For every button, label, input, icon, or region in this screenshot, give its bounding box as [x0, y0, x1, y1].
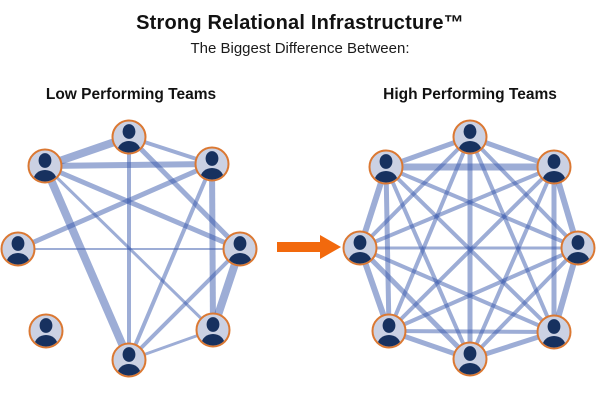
transition-arrow-icon	[277, 235, 341, 259]
connection-line	[385, 165, 579, 250]
person-icon	[228, 236, 252, 265]
connection-line	[358, 246, 472, 361]
person-icon	[542, 154, 566, 183]
connection-line	[359, 246, 555, 334]
person-icon	[201, 317, 225, 346]
network-diagram-right	[342, 119, 596, 377]
person-node	[222, 231, 258, 267]
connection-line	[44, 163, 241, 252]
person-icon	[6, 236, 30, 265]
person-icon	[374, 154, 398, 183]
network-diagram-left	[0, 119, 258, 378]
connection-line	[127, 163, 214, 361]
connection-line	[127, 135, 242, 251]
person-node	[368, 149, 404, 185]
person-icon	[34, 318, 58, 347]
person-icon	[117, 124, 141, 153]
person-node	[27, 148, 63, 184]
person-node	[111, 119, 147, 155]
person-icon	[458, 346, 482, 375]
person-node	[536, 149, 572, 185]
person-icon	[458, 124, 482, 153]
main-title: Strong Relational Infrastructure™	[136, 12, 464, 34]
person-node	[536, 314, 572, 350]
person-node	[342, 230, 378, 266]
subtitle: The Biggest Difference Between:	[190, 40, 410, 57]
person-node	[0, 231, 36, 267]
person-icon	[33, 153, 57, 182]
connection-line	[384, 166, 472, 360]
person-icon	[566, 235, 590, 264]
connection-line	[359, 165, 555, 250]
person-node	[560, 230, 596, 266]
person-icon	[117, 347, 141, 376]
connection-line	[209, 163, 216, 331]
connection-line	[127, 247, 242, 362]
person-icon	[200, 151, 224, 180]
connection-line	[468, 246, 580, 361]
left-panel-label: Low Performing Teams	[45, 86, 217, 103]
connection-line	[468, 166, 556, 360]
connection-line	[41, 164, 133, 362]
person-icon	[348, 235, 372, 264]
connection-line	[388, 329, 555, 334]
person-node	[194, 146, 230, 182]
connection-line	[358, 135, 472, 250]
person-node	[371, 313, 407, 349]
person-node	[111, 342, 147, 378]
connection-line	[16, 161, 214, 252]
right-panel-label: High Performing Teams	[383, 86, 557, 103]
connection-line	[388, 246, 579, 333]
person-node	[452, 341, 488, 377]
person-node	[28, 313, 64, 349]
person-icon	[377, 318, 401, 347]
person-node	[195, 312, 231, 348]
person-node	[452, 119, 488, 155]
connection-line	[468, 135, 580, 250]
person-icon	[542, 319, 566, 348]
